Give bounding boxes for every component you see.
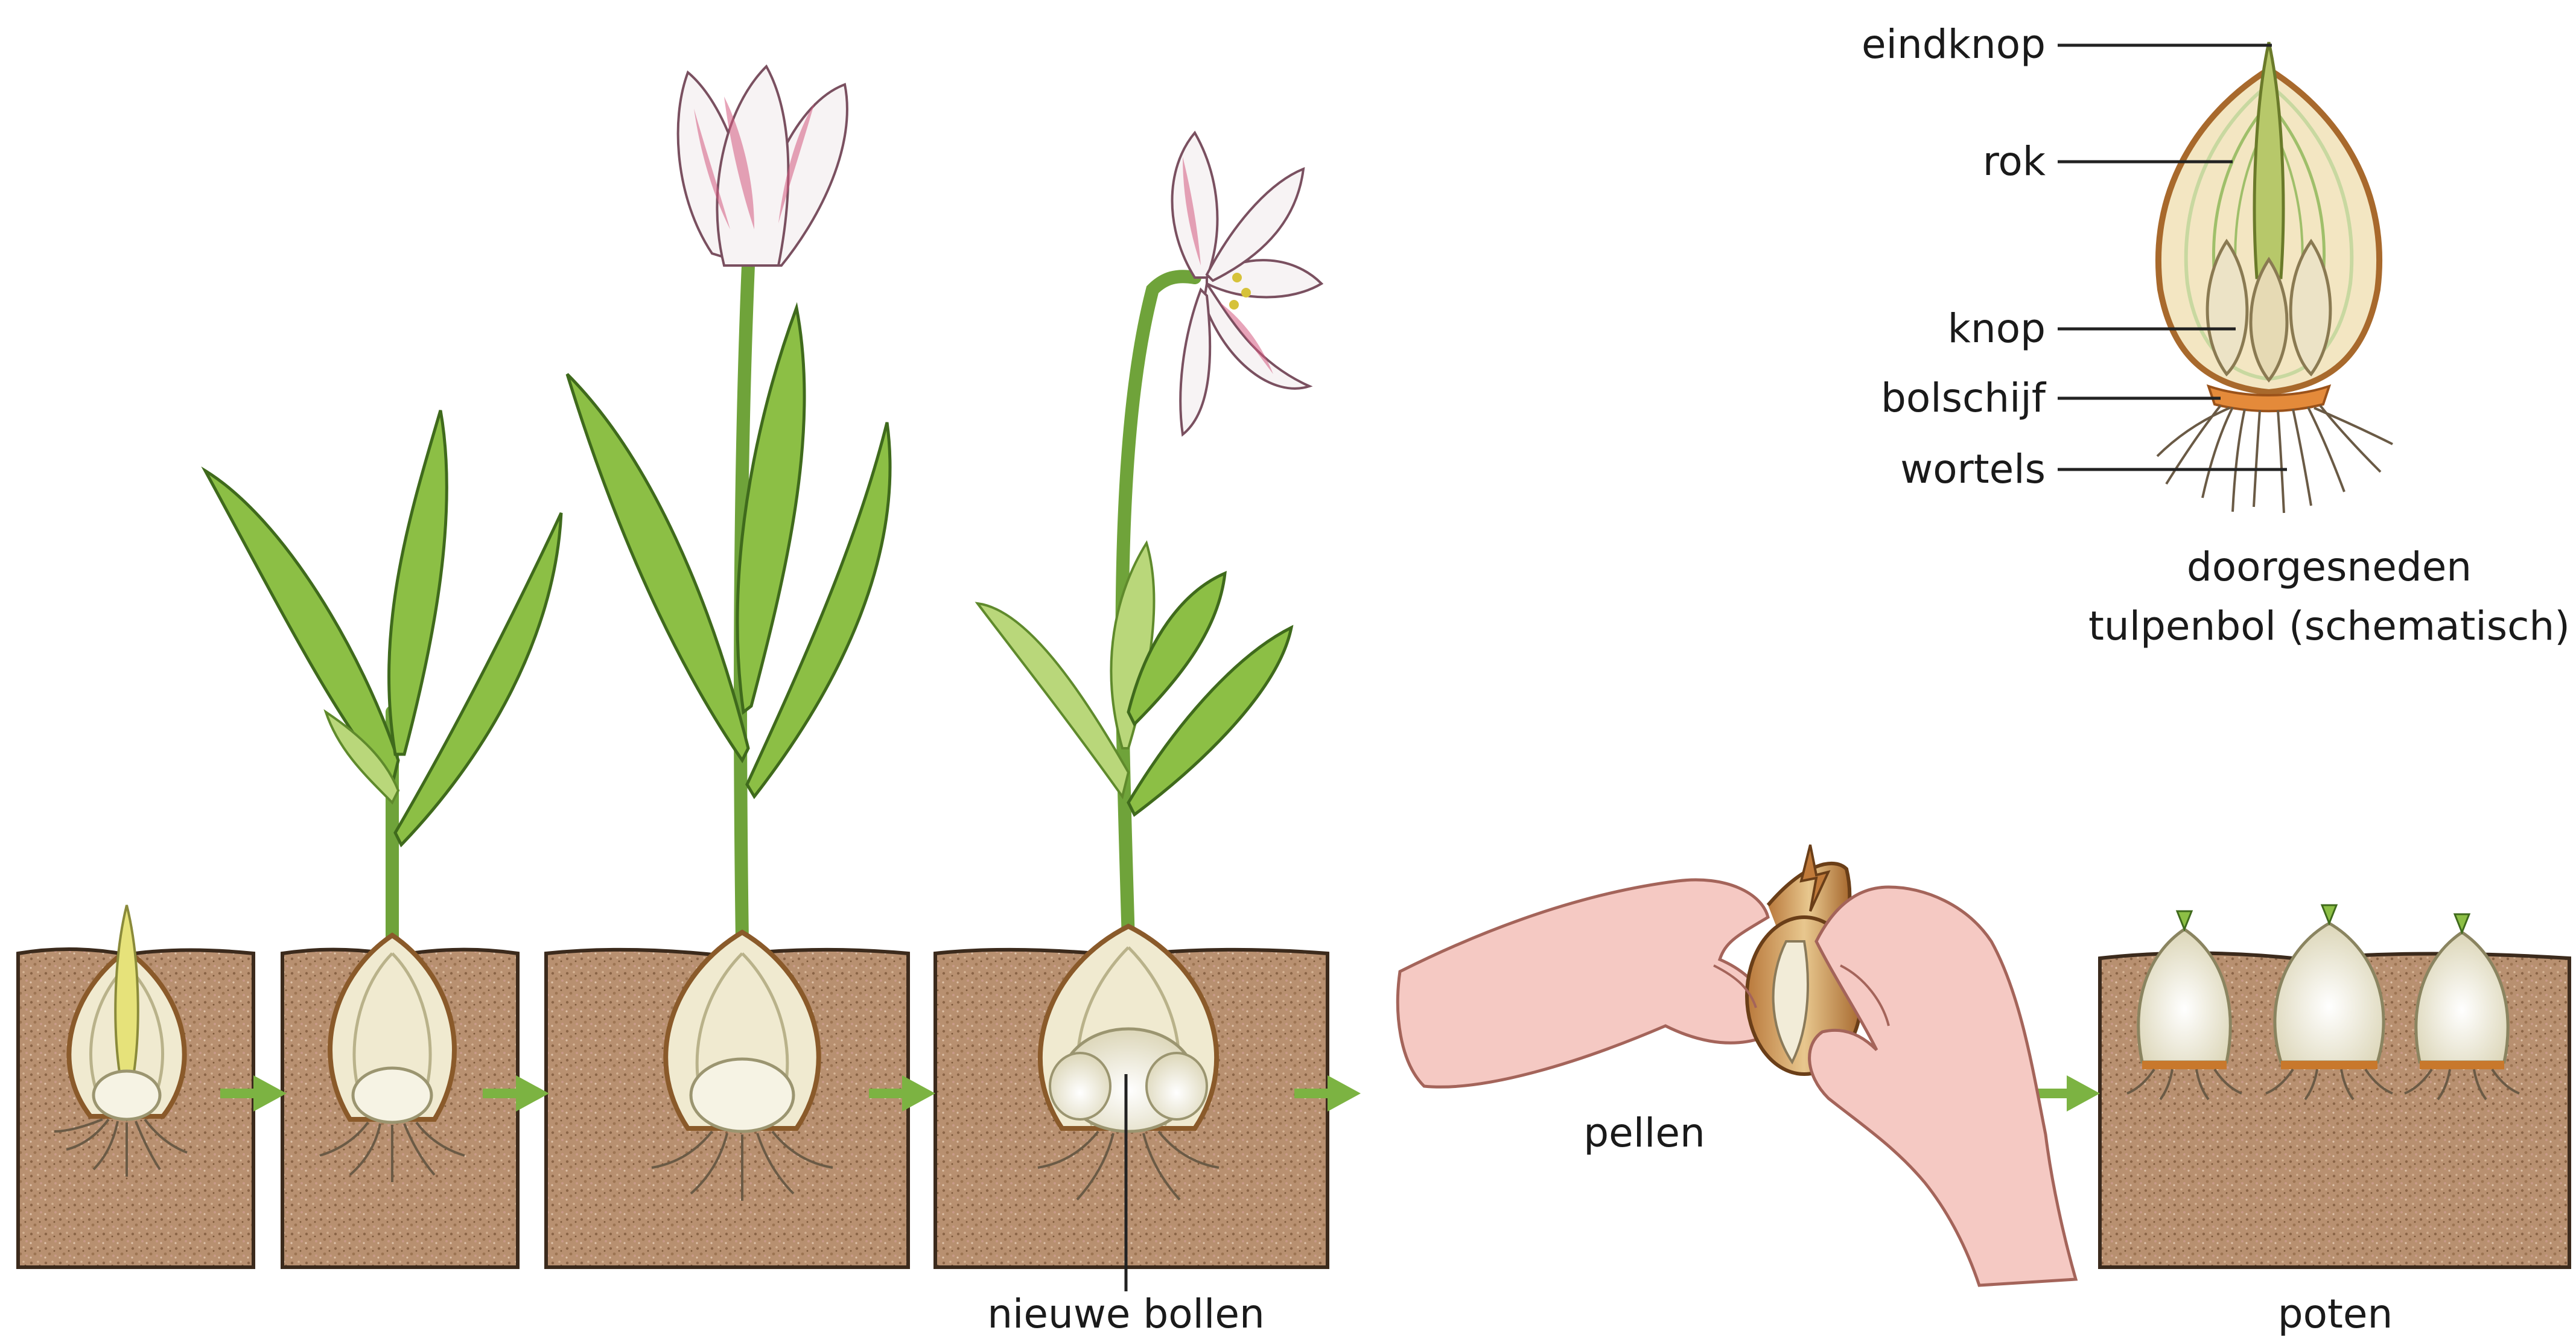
label-bolschijf: bolschijf bbox=[1881, 375, 2047, 421]
label-rok: rok bbox=[1983, 138, 2046, 185]
new-bulb bbox=[1050, 1053, 1110, 1119]
new-bulb bbox=[1146, 1053, 1207, 1119]
caption-line-2: tulpenbol (schematisch) bbox=[2088, 603, 2570, 649]
label-knop: knop bbox=[1948, 305, 2046, 352]
label-poten: poten bbox=[2278, 1291, 2393, 1336]
caption-line-1: doorgesneden bbox=[2187, 544, 2472, 590]
label-wortels: wortels bbox=[1900, 446, 2046, 492]
label-pellen: pellen bbox=[1583, 1110, 1705, 1156]
bulb-cross-section bbox=[2058, 42, 2393, 513]
label-eindknop: eindknop bbox=[1862, 21, 2046, 68]
tulip-flower bbox=[678, 66, 847, 266]
right-hand bbox=[1810, 887, 2076, 1285]
cross-section-roots bbox=[2157, 406, 2393, 513]
label-nieuwe-bollen: nieuwe bollen bbox=[987, 1291, 1265, 1336]
arrow-right-icon bbox=[2034, 1075, 2100, 1112]
left-hand bbox=[1398, 880, 1769, 1087]
peeling-hands bbox=[1398, 845, 2076, 1285]
